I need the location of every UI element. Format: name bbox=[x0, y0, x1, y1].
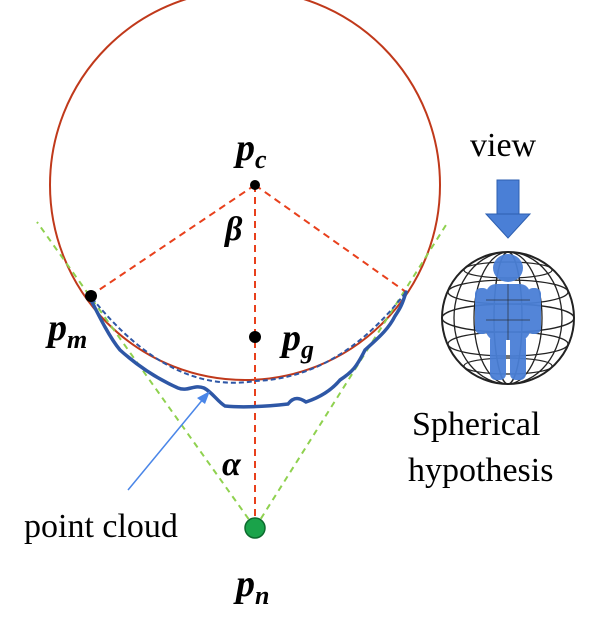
label-pc: pc bbox=[233, 127, 267, 174]
label-spherical: Spherical bbox=[412, 406, 540, 443]
arc-dashed bbox=[91, 291, 407, 384]
label-view: view bbox=[470, 127, 537, 164]
label-pg: pg bbox=[279, 317, 314, 364]
radius-to-right-tangent bbox=[254, 184, 407, 293]
label-pm: pm bbox=[45, 307, 87, 354]
label-point-cloud: point cloud bbox=[24, 508, 178, 545]
tangent-line-left bbox=[36, 221, 256, 529]
hypothesis-circle bbox=[49, 0, 441, 381]
label-alpha: α bbox=[222, 446, 242, 483]
label-pn: pn bbox=[233, 563, 269, 610]
point-cloud-curve bbox=[88, 290, 408, 409]
point-cloud-pointer-head bbox=[197, 391, 210, 404]
wireframe-sphere-with-person-icon bbox=[441, 251, 575, 385]
radius-to-pm bbox=[89, 184, 256, 297]
down-arrow-icon bbox=[484, 179, 532, 239]
node-pg bbox=[249, 331, 261, 343]
label-hypothesis: hypothesis bbox=[408, 452, 553, 489]
point-cloud-pointer bbox=[127, 397, 205, 491]
tangent-line-right bbox=[254, 224, 447, 529]
node-pn bbox=[244, 517, 266, 539]
node-pc bbox=[250, 180, 260, 190]
label-beta: β bbox=[223, 211, 243, 248]
node-pm bbox=[85, 290, 97, 302]
